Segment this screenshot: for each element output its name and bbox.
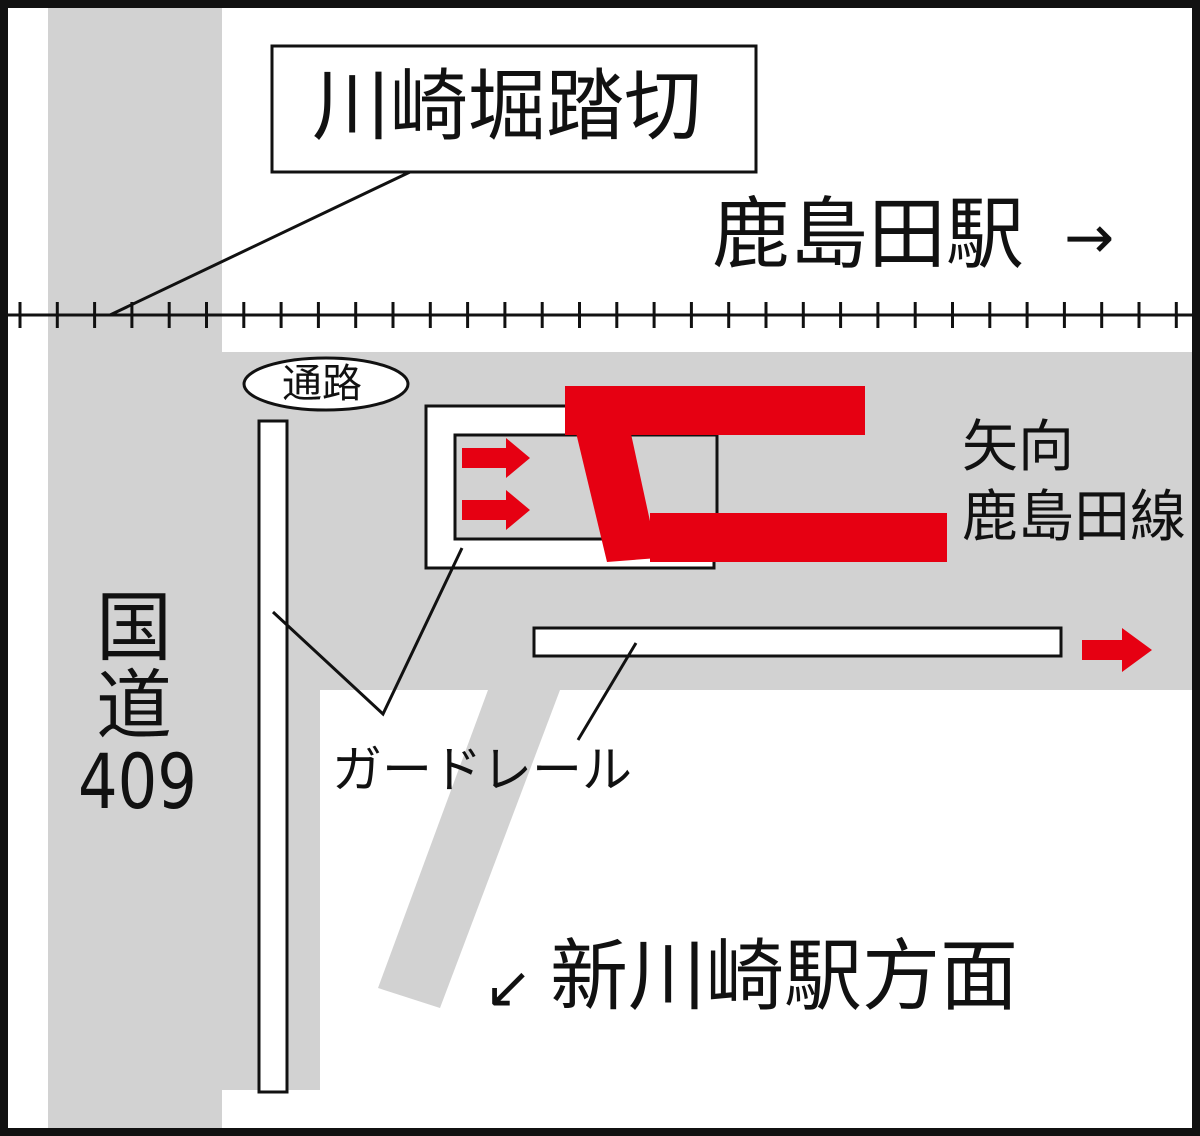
shinkawasaki-direction: 新川崎駅方面 <box>550 932 1019 1022</box>
arrow-right-icon: → <box>1064 203 1115 273</box>
guardrail-label: ガードレール <box>332 741 632 799</box>
diagonal-road <box>378 690 560 1008</box>
road-label-3: 409 <box>78 737 197 826</box>
road-label-2: 道 <box>96 661 172 750</box>
leader-line-crossing <box>109 170 411 317</box>
crossing-title: 川崎堀踏切 <box>312 62 703 152</box>
red-arrow-icon <box>462 438 530 478</box>
guardrail-leaders <box>271 547 638 741</box>
guardrail-horizontal <box>532 626 1063 658</box>
southwest-arrow-icon: ↙ <box>484 953 533 1021</box>
passage-oval <box>242 356 410 412</box>
station-kashimada: 鹿島田駅 <box>712 190 1025 280</box>
national-road-409 <box>48 0 222 1136</box>
route-red <box>462 386 1152 672</box>
direction-label-2: 鹿島田線 <box>962 485 1186 550</box>
guardrail-vertical <box>257 419 289 1094</box>
red-arrow-icon <box>1082 628 1152 672</box>
passage-label: 通路 <box>282 361 362 407</box>
title-box <box>270 44 758 174</box>
direction-label-1: 矢向 <box>962 415 1074 480</box>
railway <box>8 302 1192 328</box>
red-arrow-icon <box>462 490 530 530</box>
road-label-1: 国 <box>96 583 172 672</box>
